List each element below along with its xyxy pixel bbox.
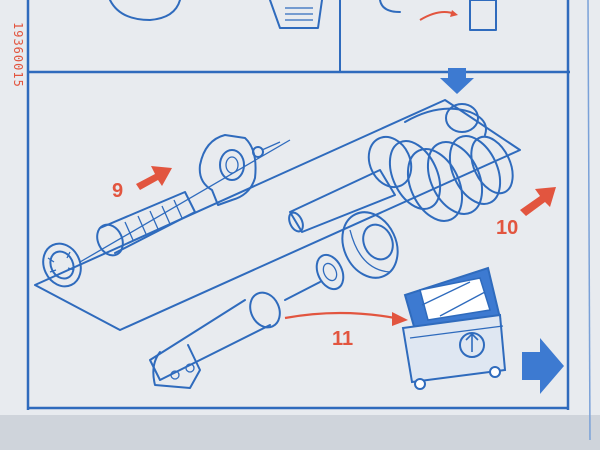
top-mount-part [198, 134, 281, 206]
step-11-marker: 11 [284, 311, 408, 350]
step-9-marker: 9 [112, 166, 172, 202]
document-code: 19360015 [11, 22, 25, 88]
spring-seat-part [341, 211, 399, 279]
exploded-view-outline [34, 99, 521, 331]
step-10-label: 10 [496, 217, 518, 239]
paper-shadow [0, 415, 600, 450]
panel-frame [26, 0, 591, 441]
down-arrow-icon [440, 68, 474, 94]
strut-body-part [149, 281, 321, 389]
washer-part [315, 253, 345, 291]
bearing-part [42, 242, 82, 288]
shaft-axis [79, 139, 291, 263]
recycling-bin-icon [401, 266, 507, 390]
step-9-label: 9 [112, 180, 123, 202]
coil-spring-part [288, 103, 514, 233]
top-panel-fragments [109, 0, 497, 31]
step-11-label: 11 [332, 328, 353, 350]
next-page-arrow-icon [522, 338, 564, 394]
bump-stop-part [96, 191, 196, 257]
washer-hole [322, 262, 338, 282]
step-10-marker: 10 [496, 187, 556, 239]
